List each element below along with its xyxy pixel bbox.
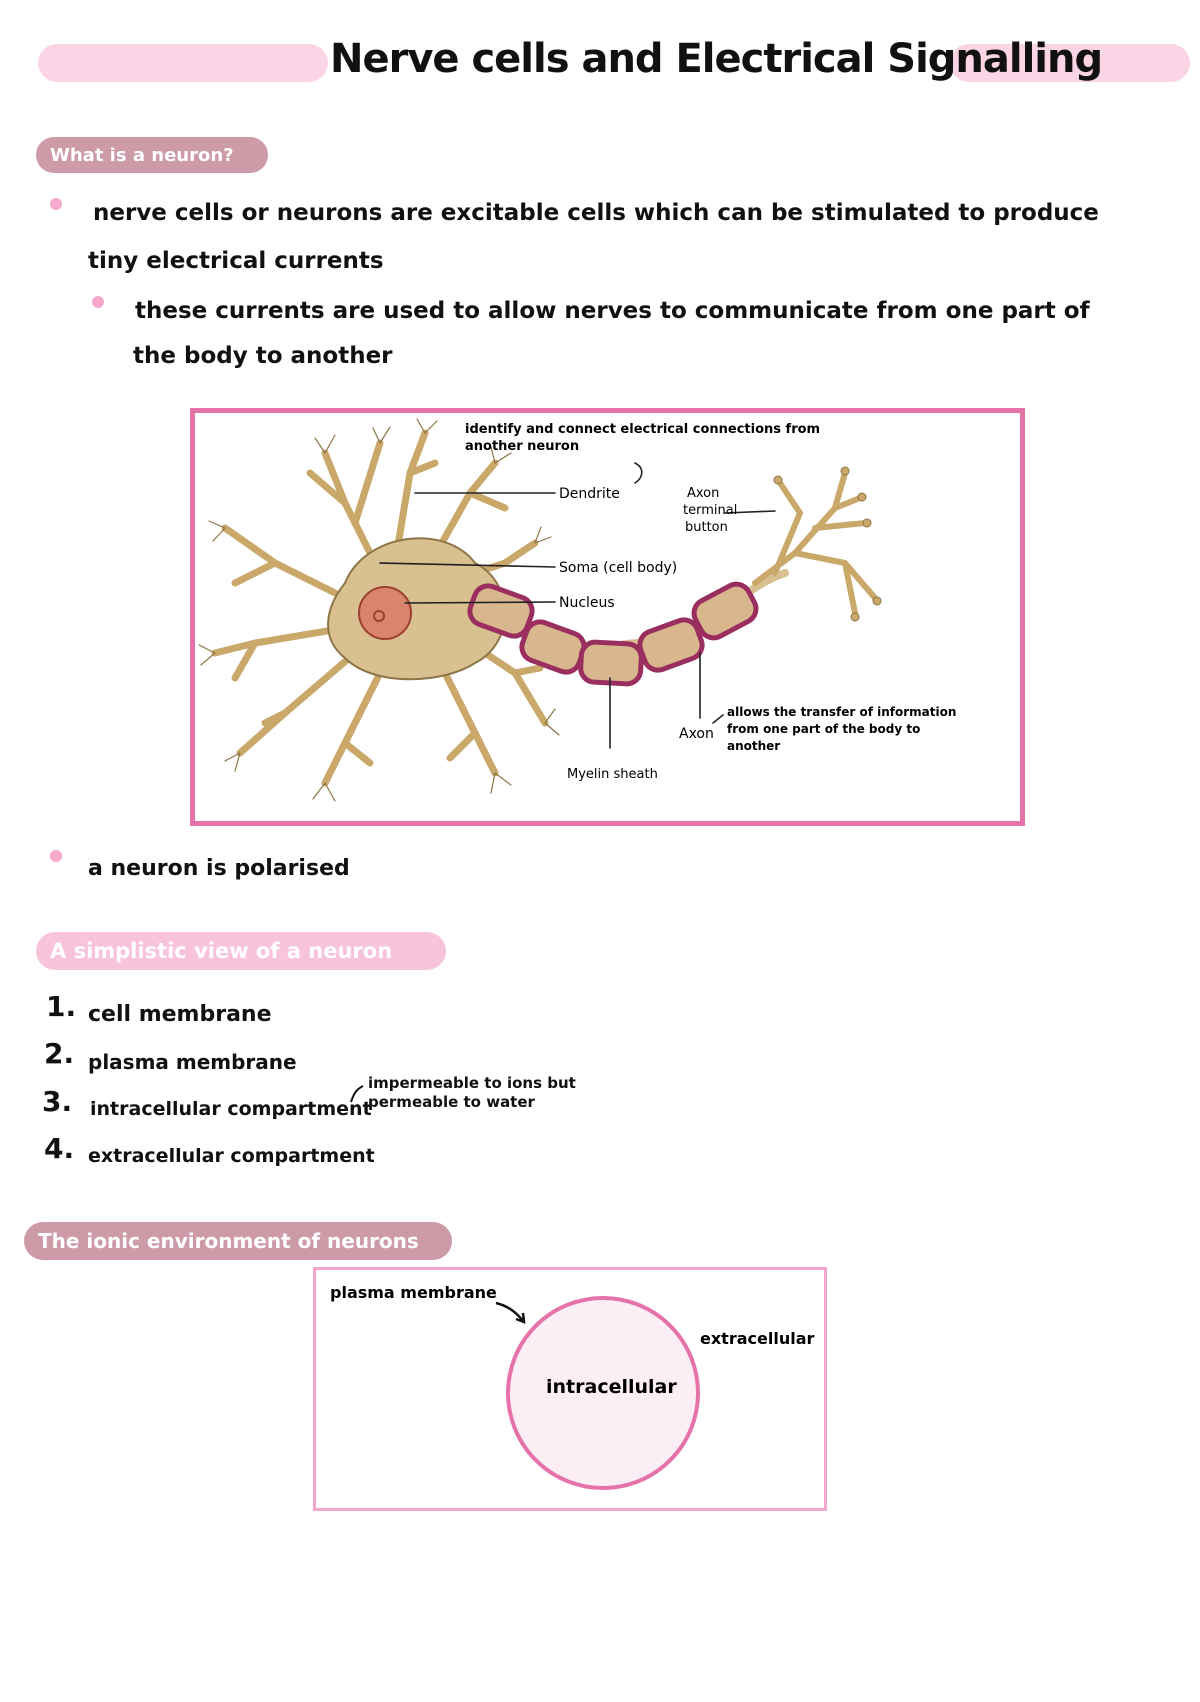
note-arrow: [350, 1085, 364, 1103]
axon-terminal-label-2: terminal: [683, 503, 737, 518]
list-item: plasma membrane: [88, 1050, 297, 1074]
membrane-note-line1: impermeable to ions but: [368, 1074, 576, 1092]
axon-terminals: [752, 470, 878, 616]
intracellular-label: intracellular: [546, 1376, 677, 1398]
list-item: intracellular compartment: [90, 1098, 372, 1120]
sub-bullet-marker: [92, 296, 104, 308]
axon-note-line3: another: [727, 739, 780, 753]
list-item: cell membrane: [88, 1002, 272, 1027]
sub-bullet-text: the body to another: [133, 343, 393, 369]
page-title: Nerve cells and Electrical Signalling: [330, 36, 1103, 82]
bullet-marker: [50, 198, 62, 210]
title-bar-right: [950, 44, 1190, 82]
axon-note-line1: allows the transfer of information: [727, 705, 956, 719]
list-number: 2.: [44, 1037, 75, 1070]
bullet-text: nerve cells or neurons are excitable cel…: [93, 200, 1099, 226]
ionic-diagram-frame: plasma membrane extracellular intracellu…: [313, 1267, 827, 1511]
bullet-marker: [50, 850, 62, 862]
extracellular-label: extracellular: [700, 1329, 814, 1348]
soma: [327, 537, 506, 681]
note-top-line1: identify and connect electrical connecti…: [465, 422, 820, 437]
list-number: 1.: [46, 990, 77, 1023]
axon-note-line2: from one part of the body to: [727, 722, 920, 736]
cell-circle: [506, 1296, 700, 1490]
ionic-diagram: plasma membrane extracellular intracellu…: [330, 1283, 814, 1490]
axon-label: Axon: [679, 726, 714, 742]
neuron-illustration: identify and connect electrical connecti…: [198, 418, 956, 802]
neuron-diagram-frame: identify and connect electrical connecti…: [190, 408, 1025, 826]
title-bar-left: [38, 44, 328, 82]
sub-bullet-text: these currents are used to allow nerves …: [135, 298, 1090, 324]
pointer-arrow: [495, 1301, 526, 1324]
bullet-text: tiny electrical currents: [88, 248, 384, 274]
section-heading-what-is-neuron: What is a neuron?: [36, 137, 268, 173]
nucleus: [358, 586, 412, 640]
list-number: 3.: [42, 1085, 73, 1118]
soma-label: Soma (cell body): [559, 560, 677, 576]
axon-terminal-label-3: button: [685, 520, 728, 535]
myelin-label: Myelin sheath: [567, 767, 658, 782]
dendrite-label: Dendrite: [559, 486, 620, 502]
axon-terminal-label-1: Axon: [687, 486, 719, 501]
bullet-polarised: a neuron is polarised: [88, 856, 350, 881]
note-top-line2: another neuron: [465, 439, 579, 454]
myelin-sheath: [467, 581, 759, 687]
membrane-note-line2: permeable to water: [368, 1093, 535, 1111]
section-heading-simplistic-view: A simplistic view of a neuron: [36, 932, 446, 970]
list-item: extracellular compartment: [88, 1145, 375, 1167]
nucleus-label: Nucleus: [559, 595, 615, 611]
plasma-membrane-label: plasma membrane: [330, 1283, 497, 1302]
dendrites: [211, 429, 549, 787]
section-heading-ionic-environment: The ionic environment of neurons: [24, 1222, 452, 1260]
list-number: 4.: [44, 1132, 75, 1165]
